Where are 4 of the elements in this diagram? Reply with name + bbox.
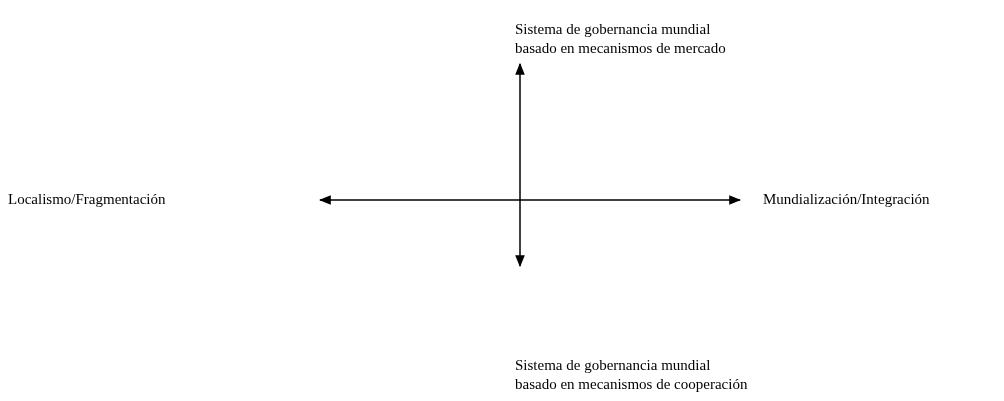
- axis-label: Sistema de gobernancia mundial basado en mecanismos de mercado: [515, 20, 727, 58]
- axis-label: Sistema de gobernancia mundial basado en mecanismos de cooperación: [515, 356, 749, 394]
- axis-label: Mundialización/Integración: [763, 190, 931, 209]
- axis-label: Localismo/Fragmentación: [8, 190, 167, 209]
